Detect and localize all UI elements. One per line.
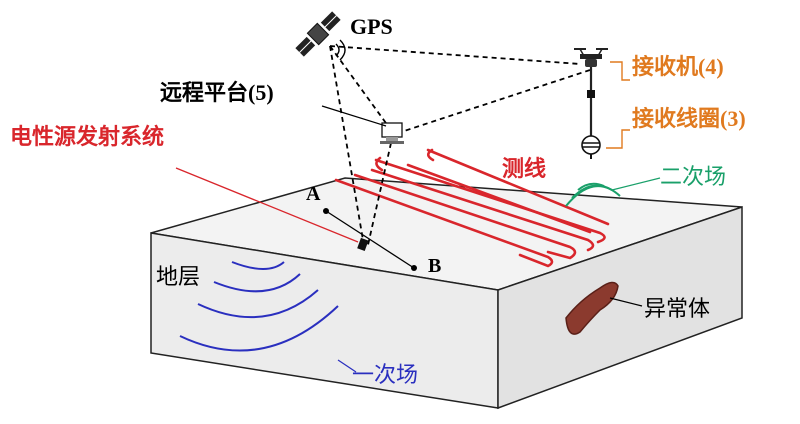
secondary-field-label: 二次场 [660, 164, 726, 189]
survey-line-path [334, 148, 610, 268]
receiver-label: 接收机(4) [632, 54, 724, 79]
stratum-label: 地层 [156, 264, 200, 289]
anomaly-label: 异常体 [644, 296, 710, 321]
transmitter [323, 208, 417, 271]
transmitter-pointer [175, 167, 359, 243]
transmitter-system-label: 电性源发射系统 [10, 124, 164, 149]
platform-pointer [321, 105, 387, 127]
receiver-brackets [606, 61, 630, 149]
earth-block [150, 177, 743, 410]
gps-label: GPS [350, 14, 393, 39]
secondary-field-arcs [565, 177, 661, 207]
dashed-links [329, 45, 591, 247]
survey-line-label: 测线 [502, 156, 546, 181]
remote-platform-label: 远程平台(5) [160, 80, 274, 105]
anomaly-pointer [609, 297, 643, 307]
block-side-face [497, 205, 743, 410]
drone-icon [574, 48, 608, 67]
gps-signal-arcs [335, 39, 346, 61]
receiver-unit [587, 90, 595, 98]
primary-field-label: 一次场 [352, 362, 418, 387]
coil-icon [581, 135, 601, 159]
satellite-icon [295, 11, 341, 57]
primary-field-arcs [179, 261, 357, 373]
computer-icon [380, 122, 404, 144]
point-b-label: B [428, 255, 441, 277]
receiver-coil-label: 接收线圈(3) [632, 106, 746, 131]
point-a-label: A [306, 183, 321, 205]
